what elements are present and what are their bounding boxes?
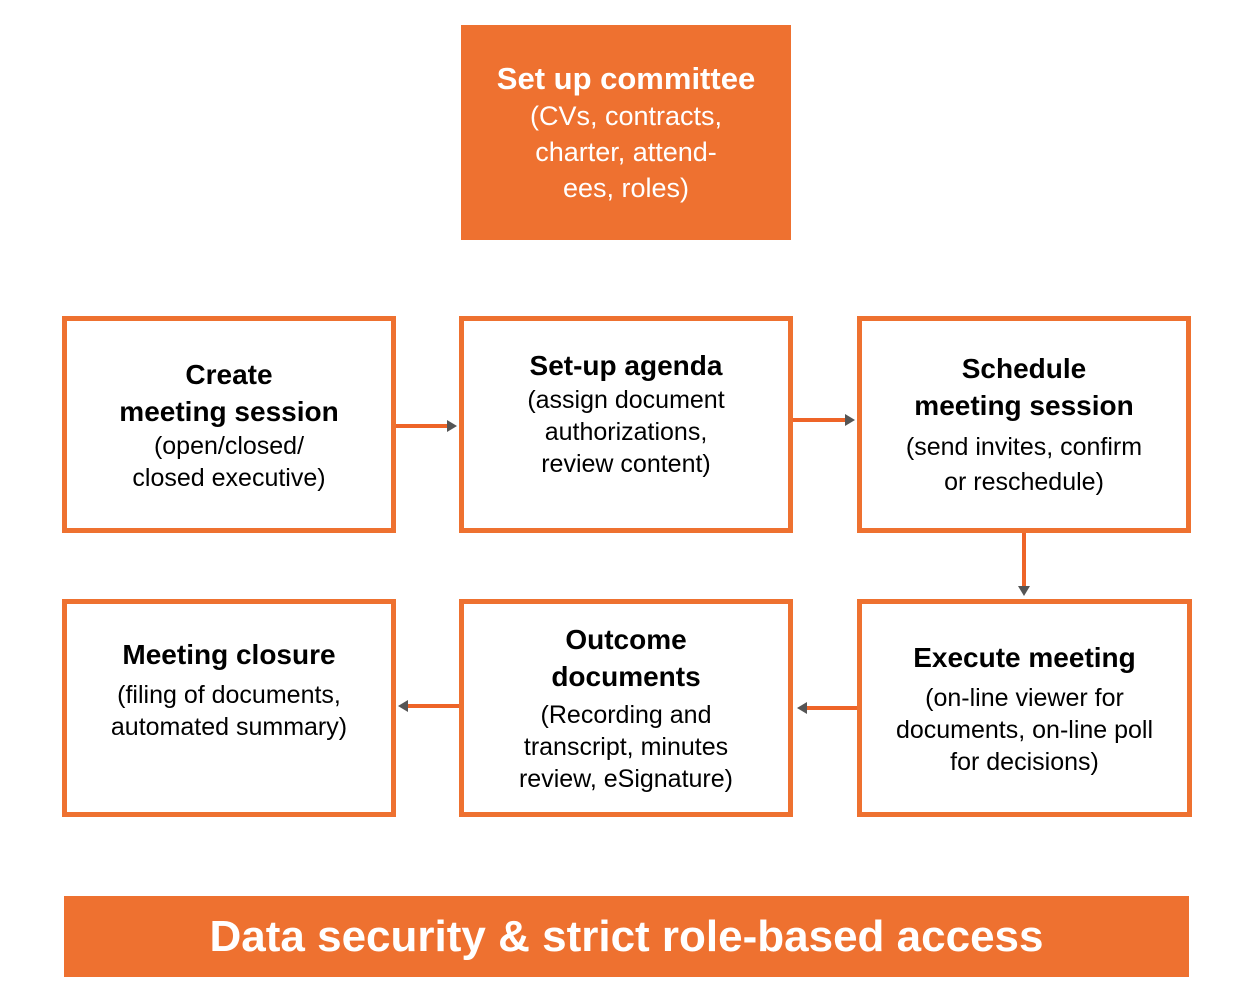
step-meeting-closure: Meeting closure (filing of documents, au…: [62, 599, 396, 817]
step-setup-agenda: Set-up agenda (assign document authoriza…: [459, 316, 793, 533]
setup-committee-title: Set up committee: [496, 60, 756, 96]
step-detail: (open/closed/: [153, 431, 305, 460]
arrow-outcome-to-closure: [398, 700, 459, 712]
step-detail: review content): [541, 450, 711, 478]
arrow-schedule-to-execute: [1018, 533, 1030, 596]
step-title: Meeting closure: [122, 639, 336, 670]
step-title: Execute meeting: [913, 641, 1136, 673]
arrow-create-to-agenda: [396, 420, 457, 432]
step-title: documents: [551, 661, 701, 692]
step-detail: (on-line viewer for: [925, 683, 1124, 712]
step-title: Outcome: [565, 624, 687, 655]
step-title: meeting session: [914, 389, 1134, 421]
step-title: Create: [185, 358, 273, 390]
step-outcome-documents: Outcome documents (Recording and transcr…: [459, 599, 793, 817]
step-detail: for decisions): [950, 747, 1099, 776]
step-title: meeting session: [119, 395, 339, 427]
step-title: Schedule: [961, 352, 1087, 384]
step-detail: or reschedule): [944, 467, 1104, 496]
step-create-meeting-session: Create meeting session (open/closed/ clo…: [62, 316, 396, 533]
setup-committee-box: Set up committee (CVs, contracts, charte…: [461, 25, 791, 240]
step-title: Set-up agenda: [529, 350, 723, 381]
setup-committee-detail: (CVs, contracts,: [529, 100, 723, 131]
setup-committee-detail: charter, attend-: [535, 136, 717, 167]
step-detail: transcript, minutes: [523, 733, 729, 761]
step-detail: closed executive): [132, 463, 326, 492]
step-execute-meeting: Execute meeting (on-line viewer for docu…: [857, 599, 1192, 817]
arrow-execute-to-outcome: [797, 702, 857, 714]
data-security-banner: Data security & strict role-based access: [64, 896, 1189, 977]
step-detail: documents, on-line poll: [895, 715, 1154, 744]
step-detail: (assign document: [527, 386, 725, 414]
step-detail: automated summary): [110, 713, 348, 741]
step-schedule-meeting-session: Schedule meeting session (send invites, …: [857, 316, 1191, 533]
arrow-agenda-to-schedule: [793, 414, 855, 426]
step-detail: review, eSignature): [518, 765, 733, 793]
setup-committee-detail: ees, roles): [562, 172, 690, 203]
step-detail: (Recording and: [540, 701, 712, 729]
step-detail: (send invites, confirm: [905, 432, 1143, 461]
step-detail: (filing of documents,: [117, 681, 341, 709]
step-detail: authorizations,: [544, 418, 708, 446]
